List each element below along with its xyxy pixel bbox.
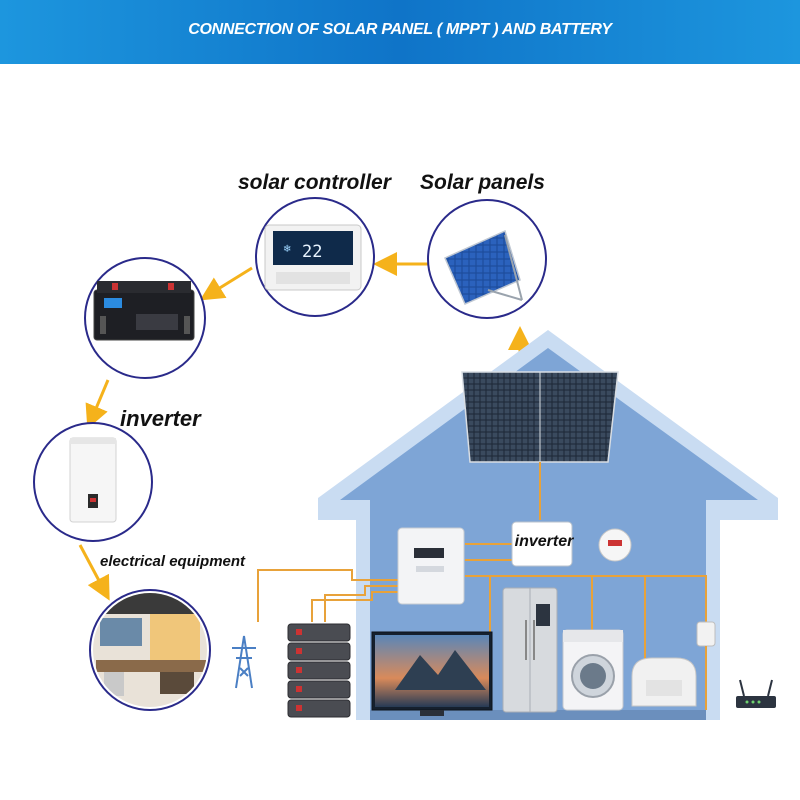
label-electrical-equipment: electrical equipment: [100, 553, 245, 570]
inverter-circle: [34, 423, 152, 541]
washer-icon: [563, 630, 623, 710]
arrow-controller-to-battery: [210, 268, 252, 294]
tv-icon: [372, 632, 492, 716]
label-house-inverter: inverter: [514, 533, 574, 551]
inverter-icon: [70, 438, 116, 522]
armchair-icon: [632, 658, 696, 706]
label-solar-panels: Solar panels: [420, 171, 545, 195]
wall-meter: [599, 529, 631, 561]
roof-solar-panel: [462, 372, 618, 462]
battery-circle: [85, 258, 205, 378]
battery-icon: [94, 281, 194, 340]
router-icon: [736, 680, 776, 708]
svg-text:❄: ❄: [283, 244, 291, 255]
pylon-icon: [232, 636, 256, 688]
controller-icon: ❄ 22: [265, 225, 361, 290]
label-inverter: inverter: [120, 406, 201, 432]
panels-circle: [428, 200, 546, 318]
arrow-battery-to-inverter: [92, 380, 108, 418]
controller-display: 22: [302, 242, 322, 262]
label-solar-controller: solar controller: [238, 171, 391, 195]
controller-circle: ❄ 22: [256, 198, 374, 316]
fridge-icon: [503, 588, 557, 712]
wall-inverter: [398, 528, 464, 604]
equipment-circle: [90, 590, 210, 710]
battery-stack: [288, 624, 350, 717]
